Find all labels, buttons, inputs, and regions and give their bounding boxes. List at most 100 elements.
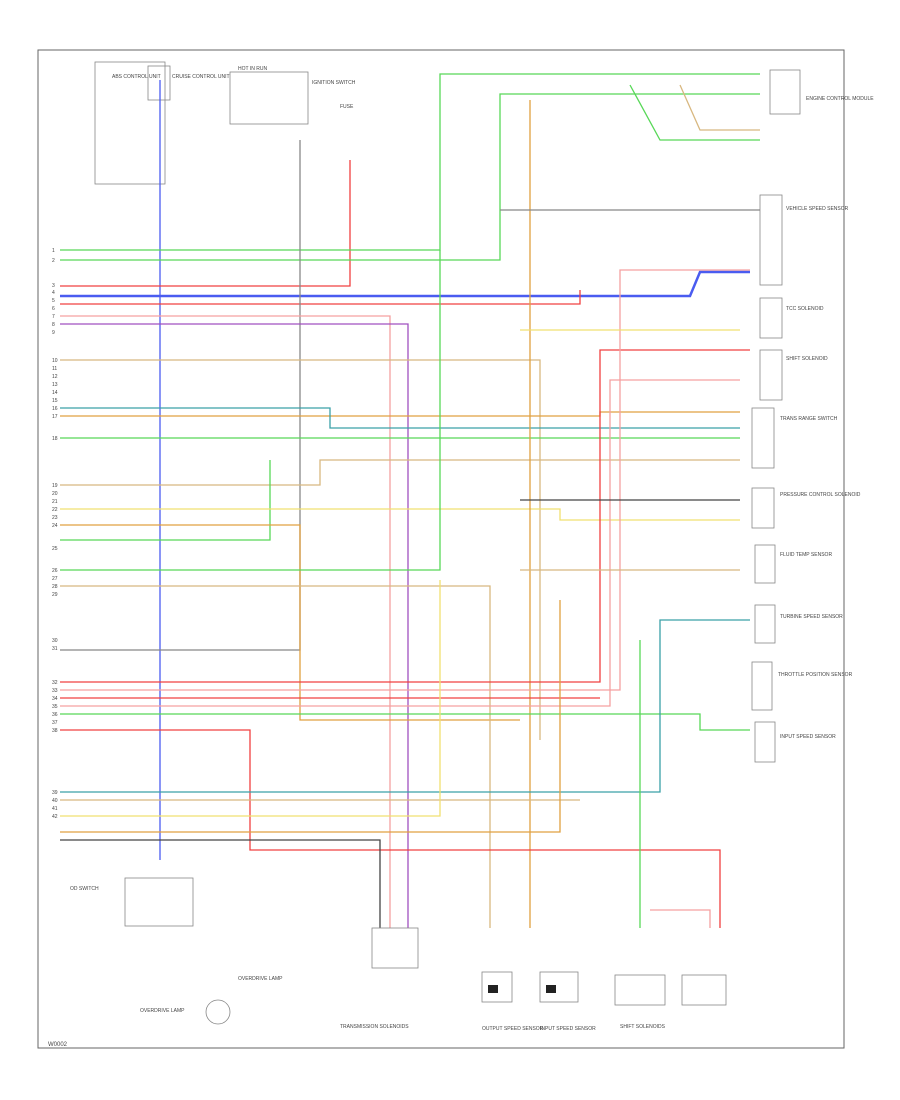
fts-box	[754, 544, 776, 584]
bottom-left-lamp-text: OVERDRIVE LAMP	[238, 976, 283, 982]
wire-yellow-28	[60, 580, 441, 817]
footer-code: W0002	[48, 1042, 68, 1048]
left-pin-27: 27	[52, 576, 58, 582]
left-pin-24: 24	[52, 523, 58, 529]
hot-in-run-box	[229, 71, 309, 125]
wire-red-20	[60, 349, 750, 683]
left-pin-39: 39	[52, 790, 58, 796]
bottom-components: OD SWITCH OVERDRIVE LAMP OVERDRIVE LAMP …	[70, 877, 727, 1032]
right-6-label: PRESSURE CONTROL SOLENOID	[780, 492, 861, 498]
left-pin-15: 15	[52, 398, 58, 404]
right-1-label: ENGINE CONTROL MODULE	[806, 96, 874, 102]
output-speed-sensor-box	[481, 971, 513, 1003]
wire-black-30	[60, 839, 381, 928]
right-10-label: INPUT SPEED SENSOR	[780, 734, 836, 740]
cruise-control-unit-label: CRUISE CONTROL UNIT	[172, 74, 230, 80]
wire-tan-9	[60, 359, 541, 740]
left-pin-10: 10	[52, 358, 58, 364]
left-pin-25: 25	[52, 546, 58, 552]
right-7-label: FLUID TEMP SENSOR	[780, 552, 832, 558]
left-pin-16: 16	[52, 406, 58, 412]
wire-pink-21	[60, 269, 750, 691]
tcc-box	[759, 297, 783, 339]
left-pin-1: 1	[52, 248, 55, 254]
wire-pink-7	[60, 315, 391, 928]
left-pin-8: 8	[52, 322, 55, 328]
input-speed-sensor-block	[546, 985, 556, 993]
wire-red-25	[60, 729, 721, 928]
left-pin-22: 22	[52, 507, 58, 513]
shift-solenoid-b-box	[681, 974, 727, 1006]
left-pin-5: 5	[52, 298, 55, 304]
left-pin-37: 37	[52, 720, 58, 726]
abs-control-unit-box	[94, 61, 166, 185]
left-pin-17: 17	[52, 414, 58, 420]
wire-orange-10	[60, 411, 740, 417]
left-pin-32: 32	[52, 680, 58, 686]
ignition-switch-label: IGNITION SWITCH	[312, 80, 356, 86]
left-pin-42: 42	[52, 814, 58, 820]
overdrive-lamp	[205, 999, 231, 1025]
wire-green-17	[60, 250, 441, 571]
wire-blue-1	[60, 270, 750, 298]
range-switch-box	[751, 407, 775, 469]
wire-green-24	[60, 713, 750, 731]
diagram-frame	[37, 49, 845, 1049]
wire-pink-23	[60, 379, 740, 707]
left-pin-21: 21	[52, 499, 58, 505]
pcs-box	[751, 487, 775, 529]
left-pin-labels: 1234567891011121314151617181920212223242…	[52, 248, 58, 820]
tps-box	[751, 661, 773, 711]
wire-tan-34	[679, 84, 760, 131]
right-4-label: SHIFT SOLENOID	[786, 356, 828, 362]
right-components: ENGINE CONTROL MODULE VEHICLE SPEED SENS…	[751, 69, 874, 763]
abs-control-unit-label: ABS CONTROL UNIT	[112, 74, 161, 80]
left-pin-36: 36	[52, 712, 58, 718]
left-pin-19: 19	[52, 483, 58, 489]
left-pin-26: 26	[52, 568, 58, 574]
left-pin-12: 12	[52, 374, 58, 380]
fuse-label: FUSE	[340, 104, 354, 110]
wire-tan-13	[60, 459, 740, 486]
wire-green-33	[629, 84, 760, 141]
left-pin-30: 30	[52, 638, 58, 644]
wire-green-4	[60, 73, 760, 251]
ecm-connector-box	[769, 69, 801, 115]
bottom-3-label: INPUT SPEED SENSOR	[540, 1026, 596, 1032]
left-pin-20: 20	[52, 491, 58, 497]
left-pin-38: 38	[52, 728, 58, 734]
shift-solenoid-a-box	[614, 974, 666, 1006]
left-pin-40: 40	[52, 798, 58, 804]
shift-sol-box	[759, 349, 783, 401]
od-switch-box	[124, 877, 194, 927]
left-pin-41: 41	[52, 806, 58, 812]
right-8-label: TURBINE SPEED SENSOR	[780, 614, 843, 620]
left-pin-31: 31	[52, 646, 58, 652]
right-9-label: THROTTLE POSITION SENSOR	[778, 672, 853, 678]
bottom-4-label: SHIFT SOLENOIDS	[620, 1024, 666, 1030]
wire-orange-29	[60, 600, 561, 833]
wire-orange-15	[60, 524, 520, 721]
right-5-label: TRANS RANGE SWITCH	[780, 416, 838, 422]
left-pin-13: 13	[52, 382, 58, 388]
wire-teal-11	[60, 407, 740, 429]
left-pin-23: 23	[52, 515, 58, 521]
hot-in-run-label: HOT IN RUN	[238, 66, 267, 72]
wire-green-5	[60, 93, 760, 261]
wire-purple-8	[60, 323, 409, 928]
bottom-left-label: OVERDRIVE LAMP	[140, 1008, 185, 1014]
wire-red-3	[60, 290, 581, 305]
wire-gray-6	[60, 140, 301, 651]
left-pin-18: 18	[52, 436, 58, 442]
iss-box	[754, 721, 776, 763]
cruise-control-unit-box	[147, 65, 171, 101]
output-speed-sensor-block	[488, 985, 498, 993]
wire-tan-18	[60, 585, 491, 928]
left-pin-33: 33	[52, 688, 58, 694]
left-pin-4: 4	[52, 290, 55, 296]
top-left-components: ABS CONTROL UNIT CRUISE CONTROL UNIT HOT…	[94, 61, 356, 185]
wire-pink-32	[650, 909, 711, 928]
trans-solenoids-connector	[371, 927, 419, 969]
left-pin-6: 6	[52, 306, 55, 312]
